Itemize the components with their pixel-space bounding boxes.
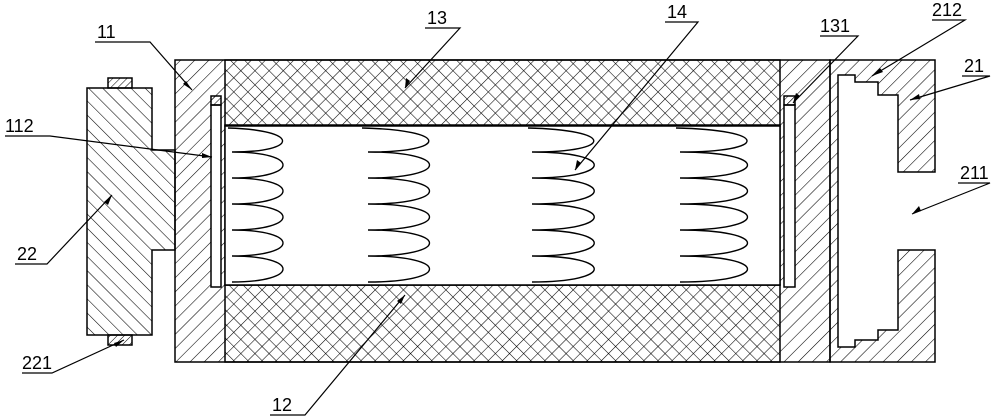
guide-block-left	[211, 96, 221, 105]
top-slider-block-13	[225, 60, 780, 126]
label-22: 22	[17, 244, 37, 264]
liner-plate-right	[784, 105, 795, 287]
label-14: 14	[667, 2, 687, 22]
label-12: 12	[272, 395, 292, 415]
label-21: 21	[964, 56, 984, 76]
base-block-12	[225, 285, 780, 362]
label-212: 212	[932, 0, 962, 20]
label-221: 221	[22, 353, 52, 373]
leader-211	[912, 183, 990, 214]
liner-plate-112	[211, 105, 221, 287]
label-112: 112	[5, 116, 34, 136]
label-131: 131	[820, 16, 850, 36]
label-211: 211	[960, 163, 989, 183]
label-13: 13	[427, 8, 447, 28]
spring-chamber	[225, 126, 780, 285]
mounting-block-22	[87, 88, 175, 335]
screw-221-top	[108, 78, 132, 88]
label-11: 11	[97, 22, 116, 42]
guide-block-131	[784, 96, 795, 105]
